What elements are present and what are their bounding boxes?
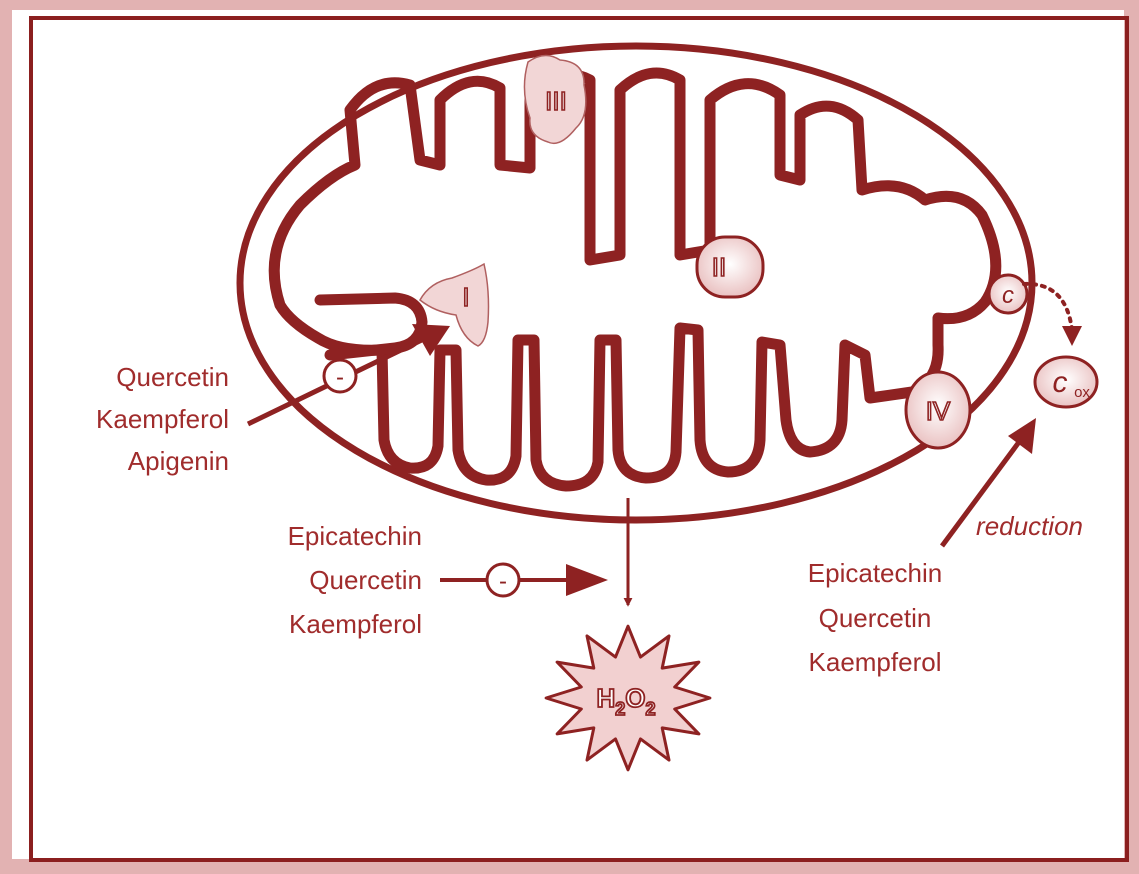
cytochrome-c-ox-label: c	[1053, 366, 1068, 399]
outer-membrane	[240, 46, 1032, 520]
group2-line1: Epicatechin	[288, 521, 422, 551]
group3-line1: Epicatechin	[808, 558, 942, 588]
group1-line2: Kaempferol	[96, 404, 229, 434]
complex-iv: IV	[906, 372, 970, 448]
inhibit-badge-complex-i: -	[324, 360, 356, 392]
reduction-label: reduction	[976, 511, 1083, 541]
cytochrome-c-ox-subscript: ox	[1074, 384, 1090, 401]
complex-i-label: I	[462, 282, 469, 312]
cytochrome-c-label: c	[1002, 282, 1014, 309]
inhibit-symbol-1: -	[336, 364, 344, 391]
inhibit-symbol-2: -	[499, 568, 507, 595]
complex-ii: II	[697, 237, 763, 297]
group2-line3: Kaempferol	[289, 609, 422, 639]
cytochrome-c: c	[989, 275, 1027, 313]
inhibit-badge-h2o2: -	[487, 564, 519, 596]
complex-ii-label: II	[712, 252, 726, 282]
group3-line2: Quercetin	[819, 603, 932, 633]
group2-line2: Quercetin	[309, 565, 422, 595]
group3-line3: Kaempferol	[809, 647, 942, 677]
cytochrome-c-ox: c ox	[1035, 357, 1097, 407]
complex-iii-label: III	[545, 86, 567, 116]
group1-line1: Quercetin	[116, 362, 229, 392]
complex-iv-label: IV	[926, 396, 951, 426]
group1-line3: Apigenin	[128, 446, 229, 476]
flavonoid-group-reduction: Epicatechin Quercetin Kaempferol	[808, 558, 942, 677]
